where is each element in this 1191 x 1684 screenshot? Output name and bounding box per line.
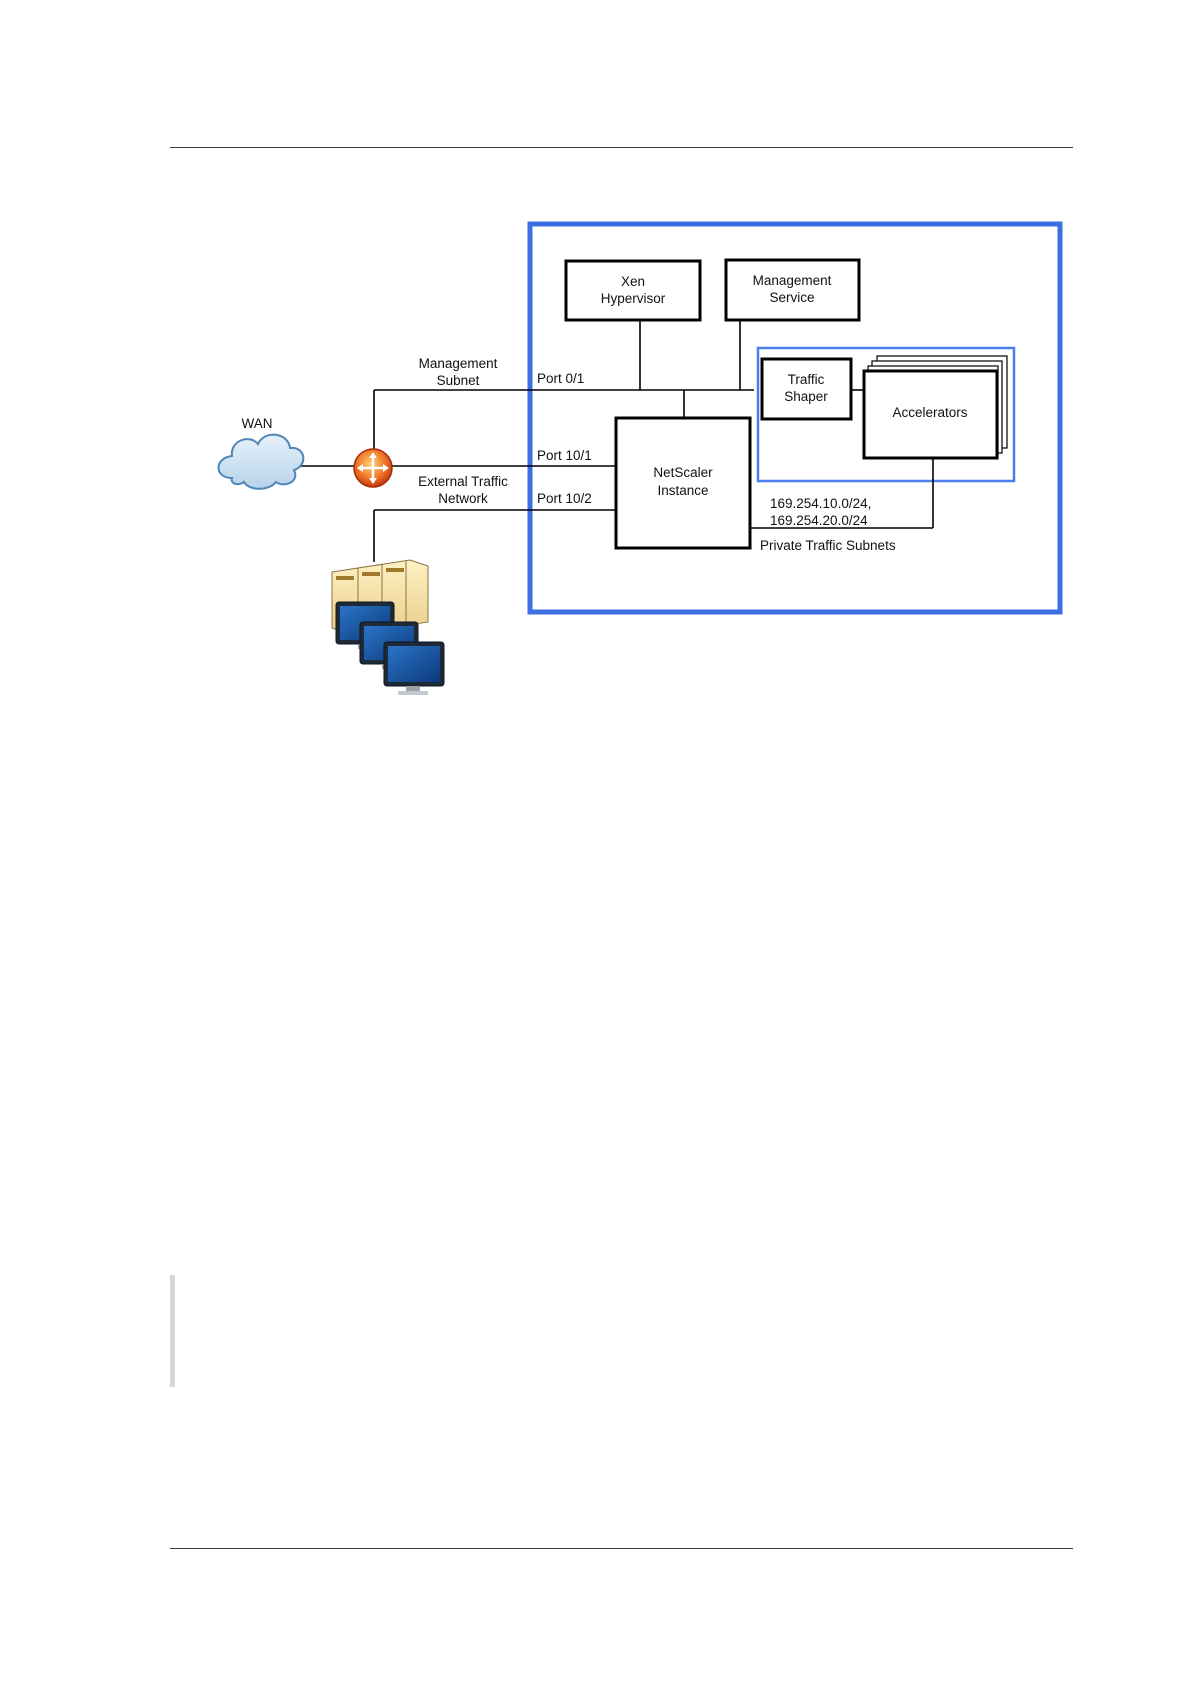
mgmt-service-line1: Management xyxy=(753,273,832,288)
accelerators-node: Accelerators xyxy=(864,356,1007,458)
management-subnet-line2: Subnet xyxy=(437,373,480,388)
server-workstations-icon xyxy=(332,560,444,695)
footer-rule xyxy=(170,1548,1073,1549)
port-10-2-label: Port 10/2 xyxy=(537,491,592,506)
private-traffic-subnets-label: Private Traffic Subnets xyxy=(760,538,896,553)
private-subnet-2: 169.254.20.0/24 xyxy=(770,513,868,528)
management-subnet-line1: Management xyxy=(419,356,498,371)
external-network-line2: Network xyxy=(438,491,488,506)
netscaler-instance-node: NetScaler Instance xyxy=(616,418,750,548)
traffic-shaper-line2: Shaper xyxy=(784,389,828,404)
external-network-line1: External Traffic xyxy=(418,474,508,489)
netscaler-line1: NetScaler xyxy=(653,465,713,480)
xen-line1: Xen xyxy=(621,274,645,289)
port-10-1-label: Port 10/1 xyxy=(537,448,592,463)
cloud-icon xyxy=(219,435,304,489)
router-icon xyxy=(354,449,392,487)
wan-label: WAN xyxy=(242,416,273,431)
traffic-shaper-line1: Traffic xyxy=(788,372,825,387)
port-0-1-label: Port 0/1 xyxy=(537,371,584,386)
xen-line2: Hypervisor xyxy=(601,291,666,306)
accelerators-label: Accelerators xyxy=(892,405,967,420)
management-service-node: Management Service xyxy=(726,260,859,320)
traffic-shaper-node: Traffic Shaper xyxy=(762,359,851,419)
mgmt-service-line2: Service xyxy=(769,290,814,305)
xen-hypervisor-node: Xen Hypervisor xyxy=(566,261,700,320)
private-subnet-1: 169.254.10.0/24, xyxy=(770,496,871,511)
note-bar xyxy=(170,1275,175,1387)
netscaler-line2: Instance xyxy=(657,483,708,498)
network-diagram: Xen Hypervisor Management Service Traffi… xyxy=(0,0,1191,720)
